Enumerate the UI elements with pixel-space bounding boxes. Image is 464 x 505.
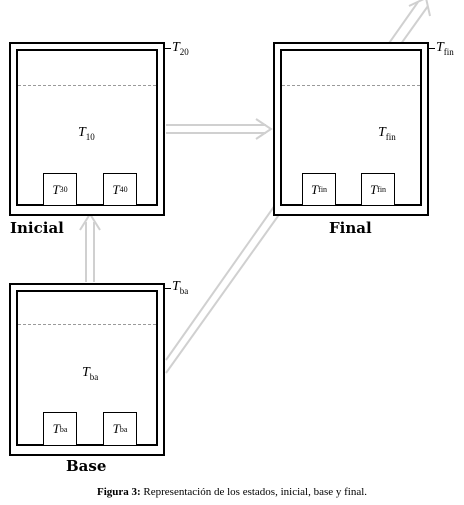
water-surface: [282, 85, 420, 86]
state-label-inicial: Inicial: [10, 219, 64, 237]
liquid-temperature: T10: [78, 125, 95, 142]
external-temp-tick: [163, 288, 171, 289]
external-temperature: Tba: [172, 279, 189, 296]
external-temp-tick: [163, 48, 171, 49]
external-temperature: T20: [172, 40, 189, 57]
external-temp-tick: [427, 48, 435, 49]
liquid-temperature: Tfin: [378, 125, 396, 142]
caption-text: Representación de los estados, inicial, …: [140, 486, 368, 498]
arrow-inicial-to-final: [166, 118, 273, 140]
figure-caption: Figura 3: Representación de los estados,…: [0, 486, 464, 498]
state-label-base: Base: [66, 457, 107, 475]
arrow-base-to-inicial: [79, 212, 101, 282]
liquid-temperature: Tba: [82, 365, 99, 382]
state-label-final: Final: [329, 219, 372, 237]
water-surface: [18, 85, 156, 86]
caption-prefix: Figura 3:: [96, 486, 141, 498]
water-surface: [18, 324, 156, 325]
external-temperature: Tfin: [436, 40, 454, 57]
